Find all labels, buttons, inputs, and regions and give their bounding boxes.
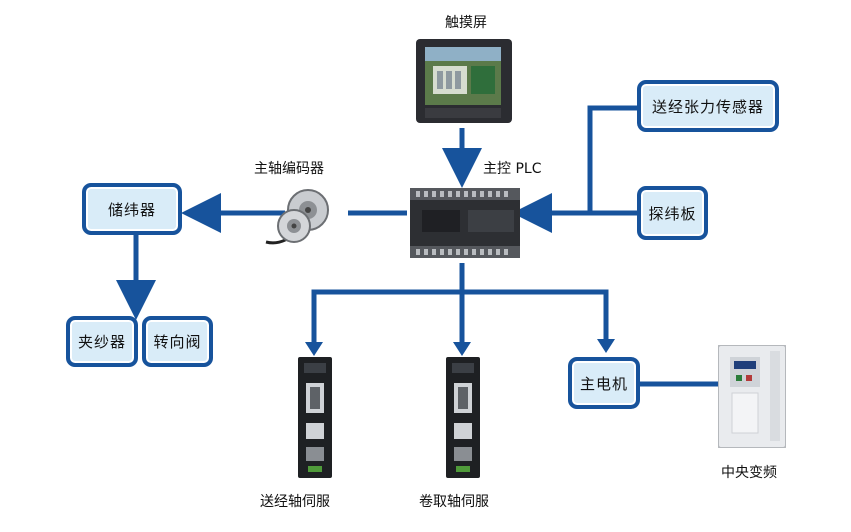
feed-servo-arrowhead bbox=[305, 342, 323, 356]
inverter-label: 中央变频 bbox=[721, 465, 777, 481]
main-motor-box: 主电机 bbox=[568, 357, 640, 409]
takeup-servo-arrowhead bbox=[453, 342, 471, 356]
motor-arrowhead bbox=[597, 339, 615, 353]
touchscreen-device bbox=[416, 39, 512, 123]
rotary-valve-box: 转向阀 bbox=[142, 316, 213, 367]
tension-sensor-box: 送经张力传感器 bbox=[637, 80, 779, 132]
inverter-device bbox=[718, 345, 786, 448]
encoder-label: 主轴编码器 bbox=[254, 161, 324, 177]
touchscreen-label: 触摸屏 bbox=[445, 15, 487, 31]
weft-storage-box: 储纬器 bbox=[82, 183, 182, 235]
takeup-servo-label: 卷取轴伺服 bbox=[419, 494, 489, 510]
weft-detector-box: 探纬板 bbox=[637, 186, 708, 240]
plc-output-trunk bbox=[311, 263, 609, 348]
feed-servo-device bbox=[298, 357, 332, 478]
takeup-servo-device bbox=[446, 357, 480, 478]
feed-servo-label: 送经轴伺服 bbox=[260, 494, 330, 510]
encoder-device bbox=[265, 189, 329, 245]
yarn-clamp-box: 夹纱器 bbox=[66, 316, 138, 367]
plc-device bbox=[410, 188, 520, 258]
tension-sensor-line bbox=[587, 105, 637, 213]
plc-label: 主控 PLC bbox=[483, 161, 542, 177]
